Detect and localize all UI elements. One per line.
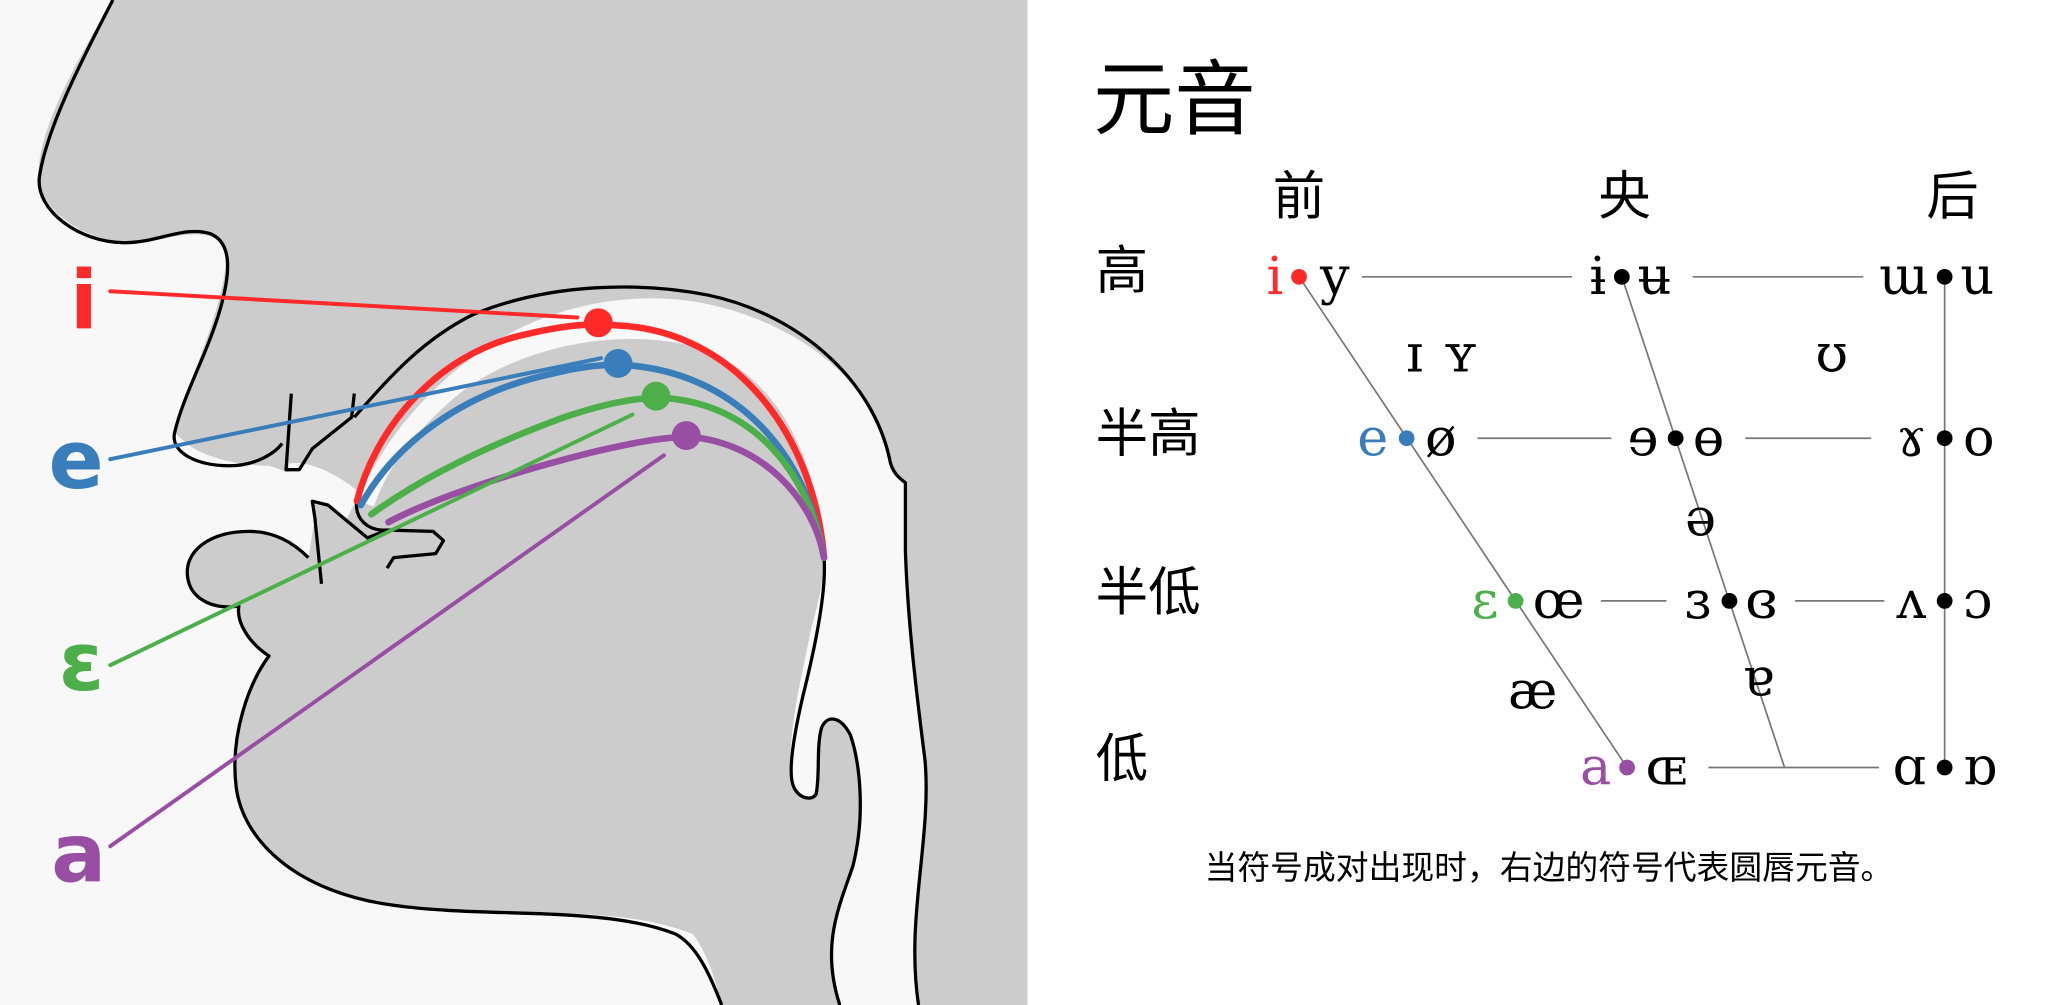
vowel-o: o [1963, 407, 1995, 468]
dot-open-front [1619, 759, 1635, 776]
anatomy-outlines [37, 0, 928, 1005]
column-header-central: 央 [1598, 166, 1650, 227]
vowel-i: i [1267, 246, 1284, 307]
chart-footnote: 当符号成对出现时，右边的符号代表圆唇元音。 [1205, 849, 1894, 887]
vowel-e: e [1357, 407, 1388, 468]
tongue-point-i [583, 308, 613, 338]
tongue-point-e [603, 348, 633, 378]
vowel-turned-v: ʌ [1896, 570, 1927, 631]
head-profile [38, 0, 1028, 1005]
dot-close-front [1291, 268, 1307, 285]
illustration-label-i: i [70, 253, 98, 348]
vowel-barred-i: ɨ [1589, 246, 1606, 307]
vowel-open-o: ɔ [1963, 570, 1992, 631]
vowel-open-e: ɛ [1471, 570, 1498, 631]
dot-close-mid-central [1667, 430, 1684, 447]
vowel-small-cap-i: ɪ [1406, 323, 1423, 384]
leader-line-e [108, 356, 603, 462]
dot-open-mid-central [1721, 593, 1738, 609]
upper-teeth-outline [284, 393, 356, 472]
vowel-small-cap-oe: ɶ [1645, 737, 1686, 798]
vowel-small-cap-y: ʏ [1443, 323, 1477, 384]
dot-open-mid-front [1507, 593, 1524, 609]
tongue-curve-a [385, 433, 828, 561]
chart-title: 元音 [1093, 52, 1256, 147]
vowel-reversed-open-e: ɜ [1684, 570, 1711, 631]
vowel-turned-a: ɐ [1743, 647, 1774, 708]
row-header-close-mid: 半高 [1096, 403, 1201, 464]
dot-close-mid-front [1398, 430, 1415, 447]
vowel-ash: æ [1508, 660, 1557, 721]
vowel-chart: 元音 前 央 后 高 半高 半低 低 [1093, 52, 1997, 887]
illustration-label-e: e [49, 413, 104, 508]
dot-close-back [1936, 268, 1953, 285]
tongue-point-a [671, 421, 701, 451]
vowel-oe-ligature: œ [1533, 570, 1585, 631]
leader-line-i [108, 289, 580, 320]
vowel-y: y [1319, 246, 1350, 307]
vowel-o-slash: ø [1425, 407, 1457, 468]
column-header-front: 前 [1273, 166, 1325, 227]
pharynx-outline [789, 557, 862, 1005]
leader-line-a [108, 453, 666, 849]
column-header-back: 后 [1926, 166, 1978, 227]
lower-lip-chin-outline [185, 529, 724, 1005]
dot-open-mid-back [1936, 593, 1953, 609]
tongue-curve-epsilon [368, 394, 828, 561]
tongue-point-epsilon [641, 381, 671, 411]
vowel-upsilon: ʊ [1816, 323, 1849, 384]
nose-lip-outline [37, 0, 284, 468]
row-header-open-mid: 半低 [1096, 562, 1201, 623]
illustration-label-a: a [51, 807, 106, 902]
vowel-schwa: ə [1685, 487, 1716, 548]
central-edge-line [1621, 276, 1786, 768]
sagittal-illustration: i e ɛ a [37, 0, 1028, 1005]
vowel-turned-m: ɯ [1879, 246, 1929, 307]
dot-close-mid-back [1936, 430, 1953, 447]
dot-open-back [1936, 759, 1953, 776]
vowel-a: a [1580, 737, 1611, 798]
tongue-curve-e [357, 361, 828, 561]
row-header-open: 低 [1096, 729, 1148, 790]
illustration-label-epsilon: ɛ [59, 615, 104, 710]
vowel-u: u [1960, 246, 1994, 307]
leader-line-epsilon [108, 412, 635, 668]
vowel-reversed-e: ɘ [1628, 407, 1659, 468]
chart-grid-lines [1298, 275, 1946, 769]
front-edge-line [1298, 276, 1628, 769]
vowel-turned-script-a: ɒ [1963, 737, 1997, 798]
vowel-closed-reversed-open-e: ɞ [1745, 570, 1777, 631]
vowel-rams-horn: ɤ [1897, 407, 1927, 468]
tongue-tip-outline [355, 500, 388, 532]
leader-lines [108, 289, 666, 849]
dot-close-central [1613, 268, 1630, 285]
vowel-script-a: ɑ [1893, 737, 1927, 798]
vowel-barred-u: ʉ [1638, 246, 1672, 307]
row-header-close: 高 [1096, 241, 1148, 302]
vowel-barred-o: ɵ [1693, 407, 1725, 468]
